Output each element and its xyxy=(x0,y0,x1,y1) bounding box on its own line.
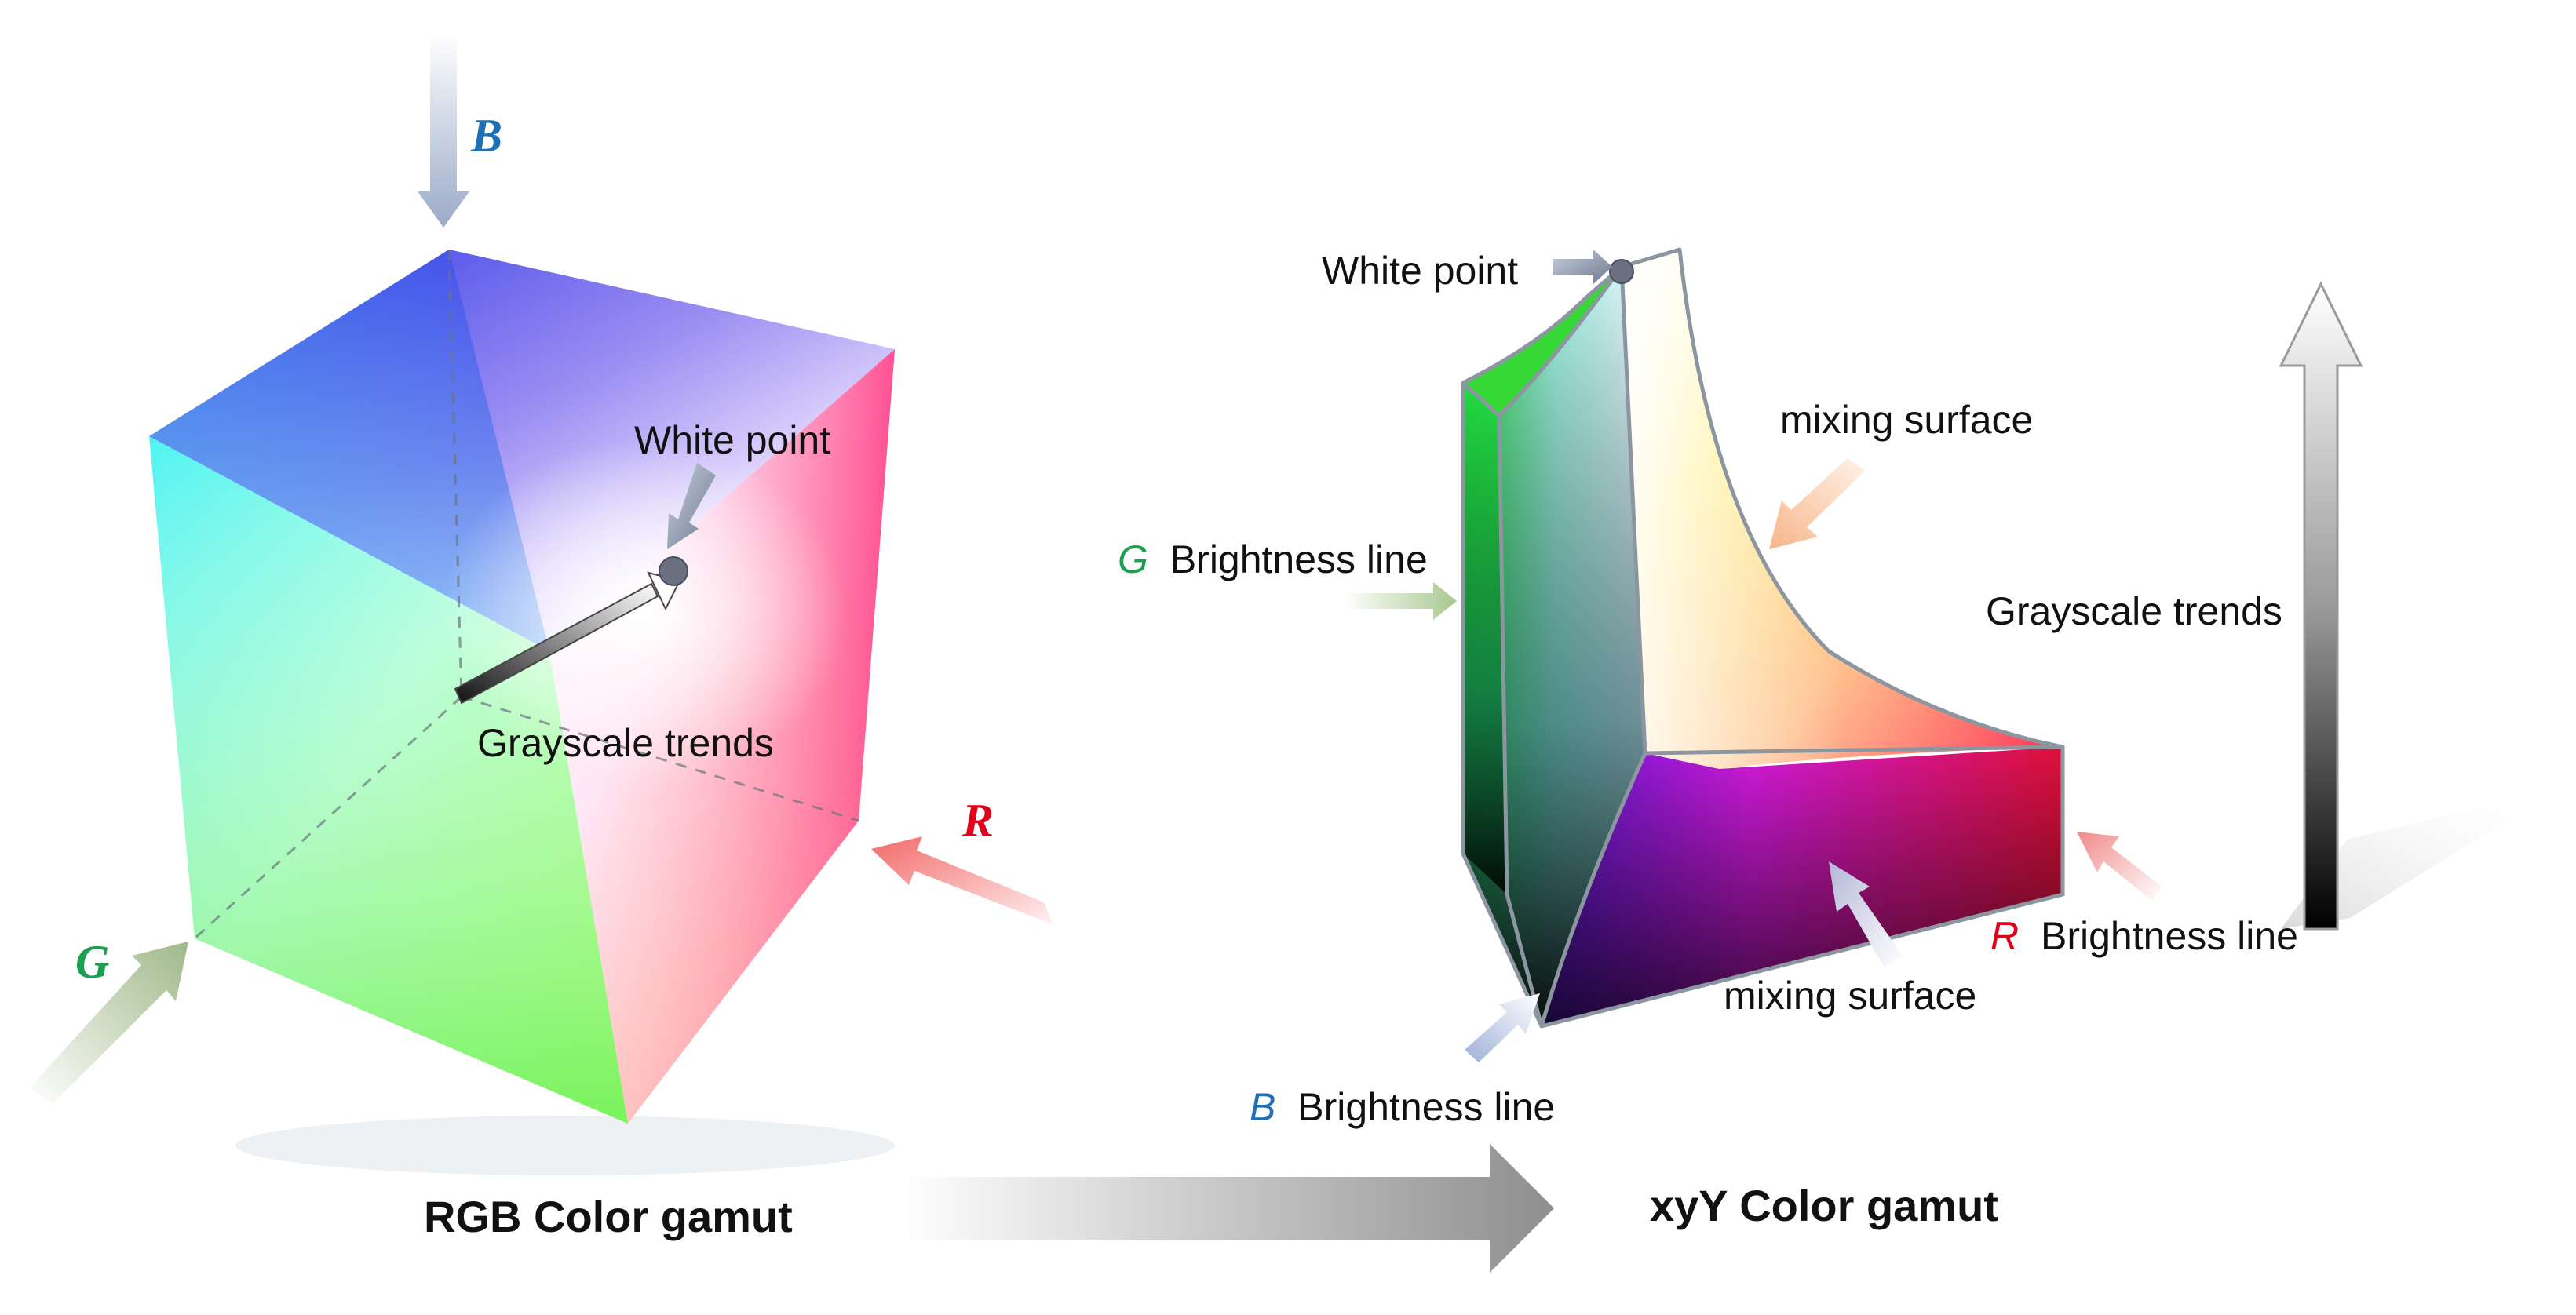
g-axis-label: G xyxy=(75,936,109,988)
b-axis-label: B xyxy=(470,110,502,162)
g-brightness-label: G Brightness line xyxy=(1118,537,1428,581)
b-brightness-arrow xyxy=(1465,993,1540,1062)
b-brightness-letter: B xyxy=(1250,1085,1275,1129)
xyy-solid xyxy=(1461,247,2065,1029)
g-brightness-text: Brightness line xyxy=(1170,537,1428,581)
white-point-pointer-arrow xyxy=(667,463,716,549)
xyy-white-point-label: White point xyxy=(1322,249,1518,293)
mixing-surface-top-arrow xyxy=(1769,458,1865,549)
xyy-grayscale-label: Grayscale trends xyxy=(1986,589,2282,633)
xyy-white-point-arrow xyxy=(1553,250,1612,284)
r-axis-arrow xyxy=(871,836,1053,924)
mixing-surface-bottom-arrow xyxy=(1829,861,1903,967)
b-brightness-text: Brightness line xyxy=(1297,1085,1555,1129)
b-axis-arrow xyxy=(418,33,469,228)
rgb-white-point-label: White point xyxy=(634,418,830,462)
rgb-gamut-caption: RGB Color gamut xyxy=(424,1192,793,1241)
r-brightness-label: R Brightness line xyxy=(1990,914,2298,958)
rgb-cube: B R G White point Grayscale trends xyxy=(30,33,1053,1175)
xyy-white-point-marker xyxy=(1609,259,1634,284)
xyy-grayscale-arrow xyxy=(2279,281,2560,931)
r-brightness-text: Brightness line xyxy=(2041,914,2298,958)
transition-arrow xyxy=(901,1144,1554,1273)
r-axis-label: R xyxy=(961,795,994,847)
g-axis-arrow xyxy=(30,942,188,1105)
xyy-gamut-caption: xyY Color gamut xyxy=(1650,1181,1998,1230)
mixing-surface-top-label: mixing surface xyxy=(1780,398,2033,442)
g-brightness-letter: G xyxy=(1118,537,1148,581)
r-brightness-letter: R xyxy=(1990,914,2019,958)
white-point-marker xyxy=(659,556,688,586)
g-brightness-arrow xyxy=(1344,582,1457,620)
rgb-grayscale-label: Grayscale trends xyxy=(477,721,774,765)
b-brightness-label: B Brightness line xyxy=(1250,1085,1555,1129)
mixing-surface-bottom-label: mixing surface xyxy=(1724,974,1976,1018)
r-brightness-arrow xyxy=(2077,832,2162,901)
